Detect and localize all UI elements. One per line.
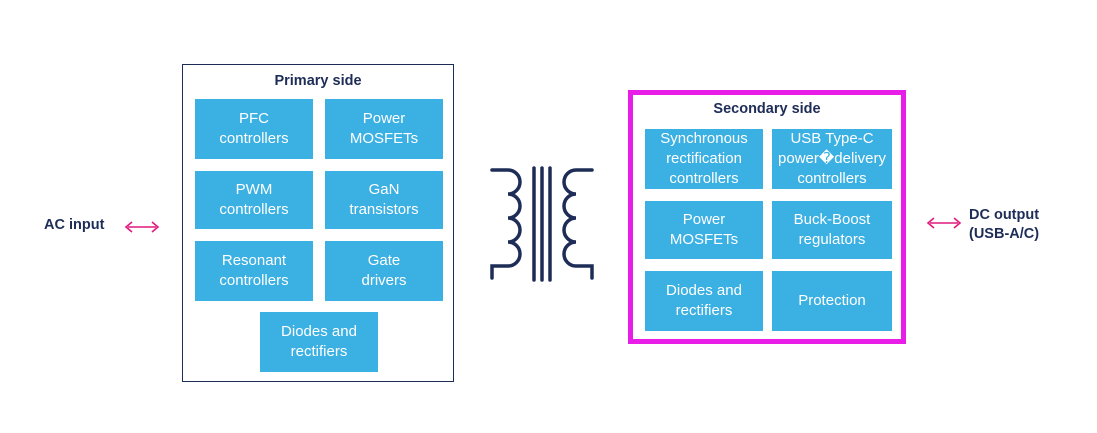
secondary-block-synchronous-rectification: Synchronous rectification controllers (645, 129, 763, 189)
secondary-block-buck-boost: Buck-Boost regulators (772, 201, 892, 259)
secondary-side-title: Secondary side (713, 101, 821, 117)
primary-side-title: Primary side (274, 73, 362, 89)
primary-block-resonant-controllers: Resonant controllers (195, 241, 313, 301)
primary-side-panel: Primary side PFC controllers Power MOSFE… (182, 64, 454, 382)
secondary-block-power-mosfets: Power MOSFETs (645, 201, 763, 259)
double-arrow-icon (926, 217, 962, 229)
primary-block-gan-transistors: GaN transistors (325, 171, 443, 229)
ac-input-label: AC input (44, 217, 105, 233)
double-arrow-icon (124, 221, 160, 233)
primary-block-pwm-controllers: PWM controllers (195, 171, 313, 229)
primary-block-power-mosfets: Power MOSFETs (325, 99, 443, 159)
secondary-side-panel: Secondary side Synchronous rectification… (628, 90, 906, 344)
primary-block-gate-drivers: Gate drivers (325, 241, 443, 301)
secondary-block-protection: Protection (772, 271, 892, 331)
secondary-block-usb-type-c-pd: USB Type-C power�delivery controllers (772, 129, 892, 189)
dc-output-label: DC output (USB-A/C) (969, 207, 1040, 242)
primary-block-diodes-rectifiers: Diodes and rectifiers (260, 312, 378, 372)
primary-block-pfc-controllers: PFC controllers (195, 99, 313, 159)
transformer-icon (490, 166, 594, 282)
secondary-block-diodes-rectifiers: Diodes and rectifiers (645, 271, 763, 331)
